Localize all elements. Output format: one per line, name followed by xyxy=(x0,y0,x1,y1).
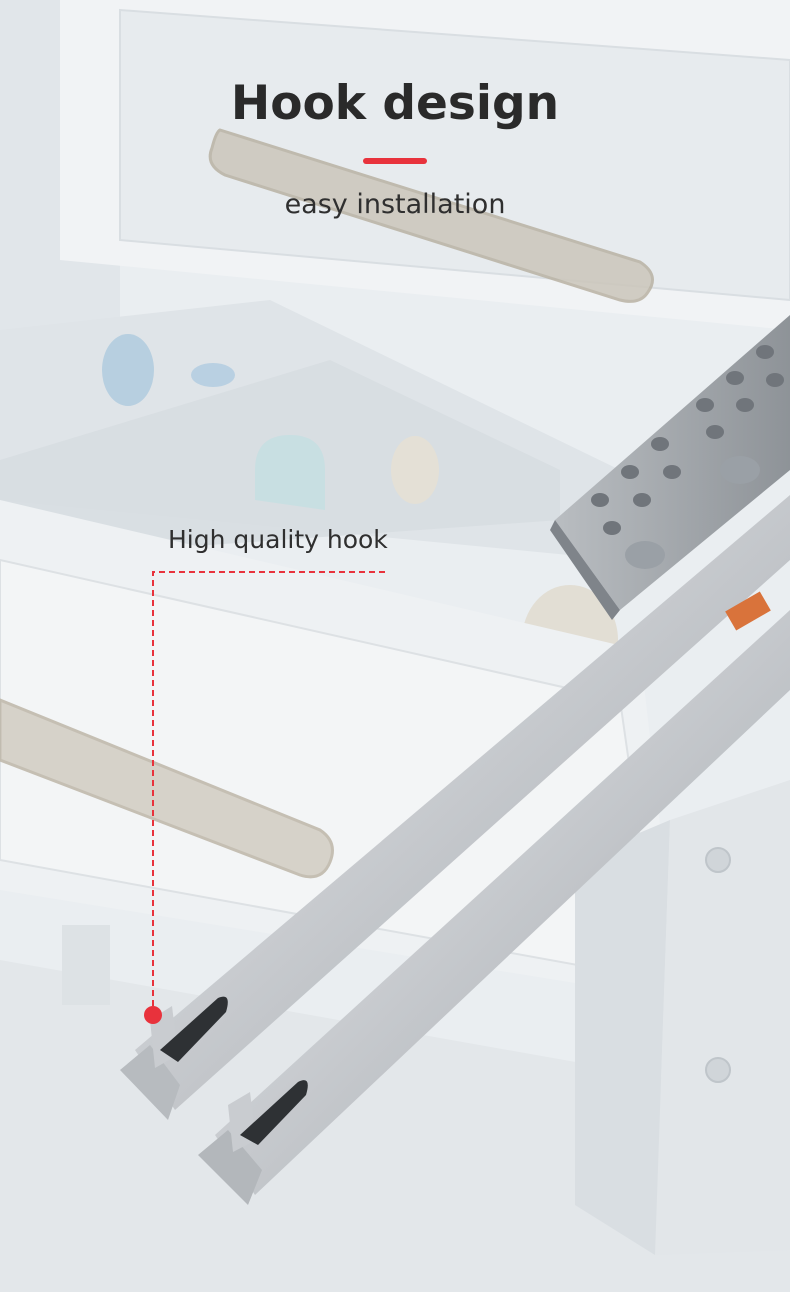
cabinet-side-panel xyxy=(575,780,790,1255)
title-underline-accent xyxy=(363,158,427,164)
page-title: Hook design xyxy=(230,76,560,131)
lower-drawer xyxy=(0,500,680,1005)
top-drawer xyxy=(60,0,790,330)
page-subtitle: easy installation xyxy=(284,189,506,220)
mounting-bracket xyxy=(550,315,790,620)
callout-leader xyxy=(144,571,385,1024)
hook-callout-label: High quality hook xyxy=(168,525,388,554)
rear-slide-rail xyxy=(198,591,790,1205)
